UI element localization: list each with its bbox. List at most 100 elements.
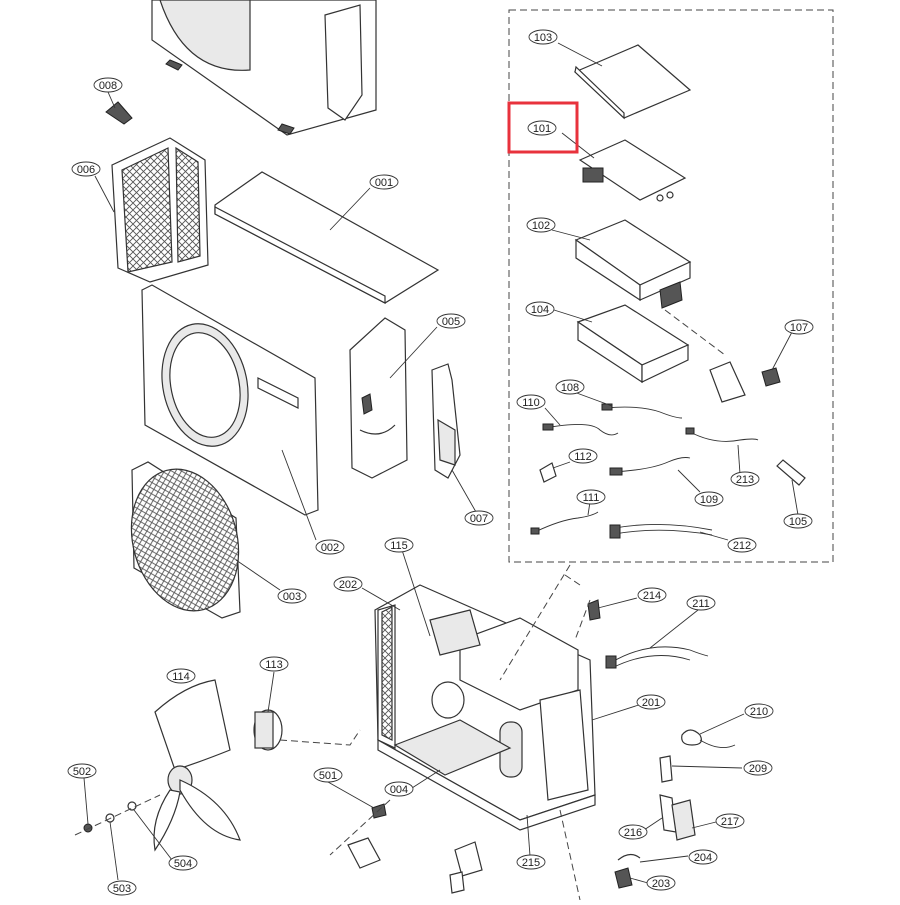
part-002 bbox=[141, 284, 319, 516]
shaft-line bbox=[74, 794, 161, 836]
label-201: 201 bbox=[642, 697, 660, 709]
label-503: 503 bbox=[113, 883, 131, 895]
label-501: 501 bbox=[319, 770, 337, 782]
part-102 bbox=[574, 219, 692, 309]
label-006: 006 bbox=[77, 164, 95, 176]
callout-209[interactable]: 209 bbox=[743, 760, 773, 776]
part-217 bbox=[671, 799, 696, 841]
leader-lines bbox=[83, 42, 799, 884]
label-104: 104 bbox=[531, 304, 549, 316]
part-215 bbox=[347, 837, 483, 894]
callout-003[interactable]: 003 bbox=[277, 588, 307, 604]
callout-216[interactable]: 216 bbox=[618, 824, 648, 840]
callout-105[interactable]: 105 bbox=[783, 513, 813, 529]
callout-109[interactable]: 109 bbox=[694, 491, 724, 507]
part-103 bbox=[573, 44, 692, 120]
label-202: 202 bbox=[339, 579, 357, 591]
callout-103[interactable]: 103 bbox=[528, 29, 558, 45]
label-109: 109 bbox=[700, 494, 718, 506]
label-102: 102 bbox=[532, 220, 550, 232]
label-107: 107 bbox=[790, 322, 808, 334]
callout-212[interactable]: 212 bbox=[727, 537, 757, 553]
label-210: 210 bbox=[750, 706, 768, 718]
callout-501[interactable]: 501 bbox=[313, 767, 343, 783]
callout-006[interactable]: 006 bbox=[71, 161, 101, 177]
callout-201[interactable]: 201 bbox=[636, 694, 666, 710]
label-103: 103 bbox=[534, 32, 552, 44]
label-217: 217 bbox=[721, 816, 739, 828]
label-111: 111 bbox=[583, 492, 600, 504]
callout-108[interactable]: 108 bbox=[555, 379, 585, 395]
electrical-group-box bbox=[508, 9, 834, 563]
callout-004[interactable]: 004 bbox=[384, 781, 414, 797]
callout-210[interactable]: 210 bbox=[744, 703, 774, 719]
part-501 bbox=[371, 803, 387, 819]
callout-215[interactable]: 215 bbox=[516, 854, 546, 870]
callout-202[interactable]: 202 bbox=[333, 576, 363, 592]
part-204 bbox=[617, 853, 641, 861]
part-003 bbox=[130, 461, 241, 619]
part-006 bbox=[111, 137, 209, 283]
callout-111[interactable]: 111 bbox=[576, 489, 606, 505]
label-112: 112 bbox=[574, 451, 592, 463]
callout-211[interactable]: 211 bbox=[686, 595, 716, 611]
label-101: 101 bbox=[533, 123, 551, 135]
highlight-box-101 bbox=[507, 101, 579, 154]
callout-112[interactable]: 112 bbox=[568, 448, 598, 464]
part-210-lead bbox=[699, 739, 736, 749]
callouts: 008 006 001 005 002 007 003 103 101 102 … bbox=[67, 29, 814, 896]
callout-115[interactable]: 115 bbox=[384, 537, 414, 553]
callout-008[interactable]: 008 bbox=[93, 77, 123, 93]
callout-213[interactable]: 213 bbox=[730, 471, 760, 487]
part-005 bbox=[349, 317, 408, 479]
label-212: 212 bbox=[733, 540, 751, 552]
callout-204[interactable]: 204 bbox=[688, 849, 718, 865]
part-113 bbox=[253, 709, 283, 751]
part-209 bbox=[659, 755, 673, 783]
part-107 bbox=[709, 361, 781, 403]
label-008: 008 bbox=[99, 80, 117, 92]
callout-007[interactable]: 007 bbox=[464, 510, 494, 526]
callout-110[interactable]: 110 bbox=[516, 394, 546, 410]
part-104 bbox=[576, 304, 690, 384]
label-504: 504 bbox=[174, 858, 192, 870]
callout-102[interactable]: 102 bbox=[526, 217, 556, 233]
part-101 bbox=[578, 139, 687, 202]
part-114 bbox=[153, 679, 241, 852]
callout-002[interactable]: 002 bbox=[315, 539, 345, 555]
label-105: 105 bbox=[789, 516, 807, 528]
callout-104[interactable]: 104 bbox=[525, 301, 555, 317]
callout-203[interactable]: 203 bbox=[646, 875, 676, 891]
callout-217[interactable]: 217 bbox=[715, 813, 745, 829]
label-204: 204 bbox=[694, 852, 712, 864]
label-001: 001 bbox=[375, 177, 393, 189]
callout-503[interactable]: 503 bbox=[107, 880, 137, 896]
label-209: 209 bbox=[749, 763, 767, 775]
callout-101[interactable]: 101 bbox=[527, 120, 557, 136]
part-004 bbox=[393, 719, 512, 776]
callout-504[interactable]: 504 bbox=[168, 855, 198, 871]
part-008 bbox=[105, 101, 133, 125]
part-211 bbox=[605, 646, 709, 669]
label-003: 003 bbox=[283, 591, 301, 603]
label-110: 110 bbox=[522, 397, 540, 409]
label-215: 215 bbox=[522, 857, 540, 869]
callout-114[interactable]: 114 bbox=[166, 668, 196, 684]
label-114: 114 bbox=[172, 671, 190, 683]
callout-001[interactable]: 001 bbox=[369, 174, 399, 190]
label-203: 203 bbox=[652, 878, 670, 890]
part-001 bbox=[214, 171, 440, 304]
label-216: 216 bbox=[624, 827, 642, 839]
callout-214[interactable]: 214 bbox=[637, 587, 667, 603]
callout-502[interactable]: 502 bbox=[67, 763, 97, 779]
callout-107[interactable]: 107 bbox=[784, 319, 814, 335]
callout-005[interactable]: 005 bbox=[436, 313, 466, 329]
part-210 bbox=[681, 729, 702, 746]
part-007 bbox=[431, 363, 461, 479]
callout-113[interactable]: 113 bbox=[259, 656, 289, 672]
label-002: 002 bbox=[321, 542, 339, 554]
part-504 bbox=[127, 801, 137, 811]
label-115: 115 bbox=[390, 540, 408, 552]
